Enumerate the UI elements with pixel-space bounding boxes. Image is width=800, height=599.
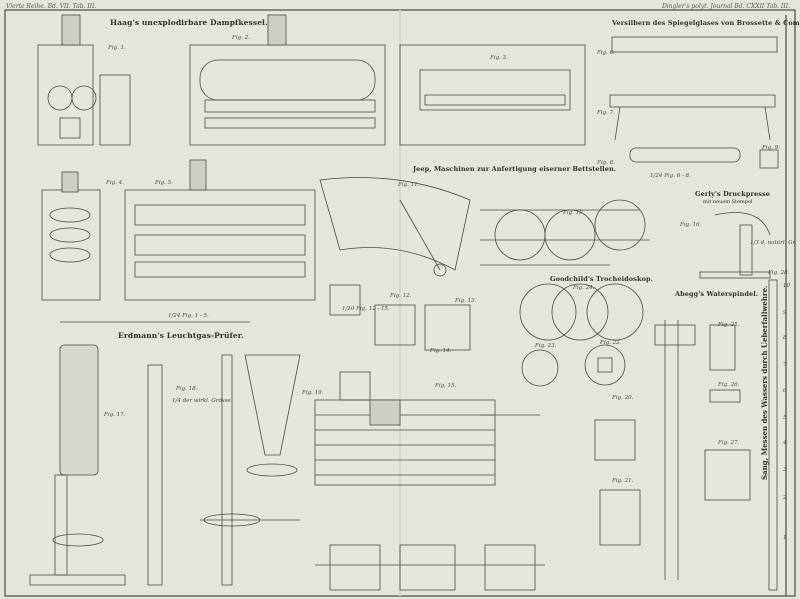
fig-label: Fig. 12. bbox=[390, 293, 412, 299]
fig-label: Fig. 17. bbox=[104, 412, 126, 418]
fig-10-curves bbox=[480, 199, 650, 266]
press-scale: 1/3 d. natürl. Gr. bbox=[750, 240, 797, 246]
fig-6-7-8-mirror-apparatus bbox=[609, 36, 779, 169]
fig-label: Fig. 19. bbox=[302, 390, 324, 396]
fig-label: Fig. 27. bbox=[718, 440, 740, 446]
ruler-tick: 4 bbox=[783, 440, 787, 446]
title-bedstead: Jeep, Maschinen zur Anfertigung eiserner… bbox=[413, 165, 617, 173]
fig-label: Fig. 18. bbox=[176, 386, 198, 392]
fig-label: Fig. 13. bbox=[455, 298, 477, 304]
title-spindle: Abegg's Waterspindel. bbox=[675, 290, 759, 298]
ruler-tick: 6 bbox=[783, 388, 787, 394]
fig-12-15-machines bbox=[314, 284, 540, 486]
fig-17-gas-tester bbox=[29, 344, 126, 586]
fig-28-weir-scale bbox=[768, 15, 787, 596]
fig-label: Fig. 3. bbox=[490, 55, 508, 61]
fig-label: Fig. 24. bbox=[573, 285, 595, 291]
fig-20-spindle bbox=[594, 320, 751, 580]
fig-21-bed-machine bbox=[315, 544, 545, 591]
ruler-tick: 10 bbox=[783, 283, 790, 289]
fig-24-trocheidoscope bbox=[519, 283, 644, 387]
fig-label: Fig. 26. bbox=[718, 382, 740, 388]
fig-1-boiler-front bbox=[37, 14, 97, 146]
fig-5-boiler-section bbox=[124, 159, 316, 301]
title-press: Gerly's Druckpresse bbox=[695, 190, 770, 198]
ruler-tick: 5 bbox=[783, 415, 787, 421]
fig-label: Fig. 23. bbox=[535, 343, 557, 349]
bed-scale: 1/10 Fig. 12 - 15. bbox=[342, 306, 390, 312]
ruler-tick: 9 bbox=[783, 310, 787, 316]
fig-label: Fig. 8. bbox=[597, 160, 615, 166]
fig-16-press bbox=[699, 212, 771, 279]
fig-label: Fig. 9. bbox=[762, 145, 780, 151]
fig-label: Fig. 7. bbox=[597, 110, 615, 116]
fig-19-burner bbox=[244, 354, 301, 477]
fig-label: Fig. 11. bbox=[398, 182, 420, 188]
header-left: Vierte Reihe. Bd. VII. Tab. III. bbox=[6, 3, 97, 10]
fig-label: Fig. 2. bbox=[232, 35, 250, 41]
ruler-tick: 7 bbox=[783, 362, 787, 368]
fig-3-boiler-plan bbox=[399, 44, 586, 146]
fig-label: Fig. 5. bbox=[155, 180, 173, 186]
title-boiler: Haag's unexplodirbare Dampfkessel. bbox=[110, 18, 268, 27]
title-mirror: Versilbern des Spiegelglases von Brosset… bbox=[612, 19, 800, 27]
boiler-scale: 1/24 Fig. 1 - 5. bbox=[168, 313, 209, 319]
fig-11-bending-machine bbox=[319, 177, 471, 277]
fig-18-gas-apparatus bbox=[147, 354, 300, 586]
fig-label: Fig. 16. bbox=[680, 222, 702, 228]
fig-label: Fig. 21. bbox=[612, 478, 634, 484]
fig-label: Fig. 6. bbox=[597, 50, 615, 56]
fig-label: Fig. 28. bbox=[768, 270, 790, 276]
fig-4-boiler-front bbox=[41, 171, 101, 301]
fig-label: Fig. 14. bbox=[430, 348, 452, 354]
fig-label: Fig. 25. bbox=[718, 322, 740, 328]
gas-scale: 1/4 der wirkl. Grösse. bbox=[172, 398, 233, 404]
mirror-scale: 1/24 Fig. 6 - 8. bbox=[650, 173, 691, 179]
title-gas: Erdmann's Leuchtgas-Prüfer. bbox=[118, 331, 244, 340]
ruler-tick: 8 bbox=[783, 335, 787, 341]
fig-label: Fig. 20. bbox=[612, 395, 634, 401]
fig-label: Fig. 15. bbox=[435, 383, 457, 389]
ruler-tick: 3 bbox=[783, 467, 787, 473]
title-trocheid: Goodchild's Trocheidoskop. bbox=[550, 275, 654, 283]
fig-label: Fig. 4. bbox=[106, 180, 124, 186]
header-right: Dingler's polyt. Journal Bd. CXXII Tab. … bbox=[661, 3, 790, 10]
fig-2-boiler-section bbox=[189, 14, 386, 146]
ruler-tick: 1 bbox=[783, 535, 787, 541]
fig-label: Fig. 22. bbox=[600, 340, 622, 346]
fig-1-side bbox=[99, 74, 131, 146]
title-water: Sang, Messen des Wassers durch Ueberfall… bbox=[760, 285, 769, 481]
fig-label: Fig. 1. bbox=[108, 45, 126, 51]
title-press-sub: mit neuem Stempel bbox=[703, 199, 753, 205]
ruler-tick: 2 bbox=[783, 495, 787, 501]
fig-label: Fig. 10. bbox=[563, 210, 585, 216]
